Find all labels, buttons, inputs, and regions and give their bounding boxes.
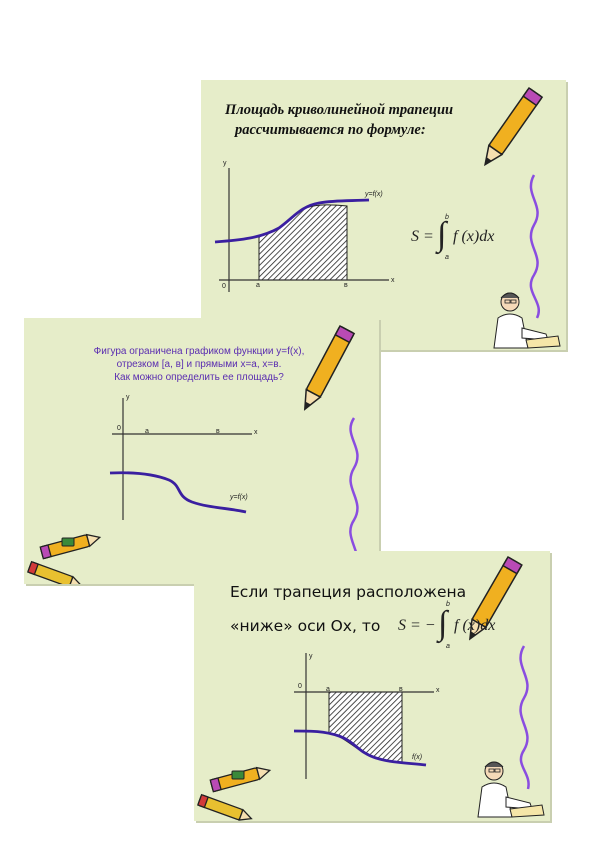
slide2-graphics [26,324,361,584]
curve-label: y=f(x) [230,494,248,501]
decor-wavy-line [349,417,361,581]
function-curve [214,198,370,244]
pencils-icon [26,533,102,584]
formula-upper-limit: b [445,214,449,221]
origin-label: 0 [117,425,121,432]
pencil-icon [484,86,544,167]
slide1-title-line1: Площадь криволинейной трапеции [225,102,454,118]
integral-sign-icon: ∫ [437,216,447,253]
x-axis-label: x [436,687,440,694]
y-axis-label: y [223,160,227,167]
decor-wavy-line [519,645,530,790]
a-label: a [145,428,149,435]
slide-area-below-axis: Если трапеция расположена «ниже» оси Ох,… [194,551,550,821]
slide1-title-line2: рассчитывается по формуле: [235,122,426,138]
formula-s: S = − [398,617,436,634]
b-label: в [216,428,220,435]
teacher-icon [493,292,561,349]
shaded-trapezoid [328,691,403,763]
curve-label: y=f(x) [365,191,383,198]
x-axis-label: x [254,429,258,436]
pencils-icon [196,766,272,821]
decor-wavy-line [529,174,540,319]
slide2-text-line2: отрезком [a, в] и прямыми x=a, x=в. [116,359,282,370]
formula-upper-limit: b [446,601,450,608]
formula-body: f (x)dx [454,617,496,634]
shaded-trapezoid [258,204,348,281]
function-curve [109,471,247,514]
pencil-icon [303,324,356,411]
origin-label: 0 [222,283,226,290]
formula-lower-limit: a [445,254,449,261]
x-axis-label: x [391,277,395,284]
function-curve [293,729,427,767]
integral-sign-icon: ∫ [438,605,448,642]
slide1-graphics [214,86,544,319]
slide2-text-line1: Фигура ограничена графиком функции y=f(x… [93,346,305,357]
formula-body: f (x)dx [453,228,495,245]
slide-area-formula: Площадь криволинейной трапеции рассчитыв… [201,80,566,350]
slide3-text-line2: «ниже» оси Ох, то [230,617,381,635]
slide-area-question: Фигура ограничена графиком функции y=f(x… [24,318,379,584]
origin-label: 0 [298,683,302,690]
slide3-text-line1: Если трапеция расположена [230,583,467,601]
y-axis-label: y [309,653,313,660]
slide3-graphics [196,555,530,821]
formula-lower-limit: a [446,643,450,650]
b-label: в [344,282,348,289]
a-label: a [326,686,330,693]
formula-s: S = [411,228,434,245]
curve-label: f(x) [412,754,423,761]
pencil-icon [469,555,523,641]
b-label: в [399,686,403,693]
teacher-icon [477,761,545,818]
y-axis-label: y [126,394,130,401]
a-label: a [256,282,260,289]
slide2-text-line3: Как можно определить ее площадь? [114,372,284,383]
